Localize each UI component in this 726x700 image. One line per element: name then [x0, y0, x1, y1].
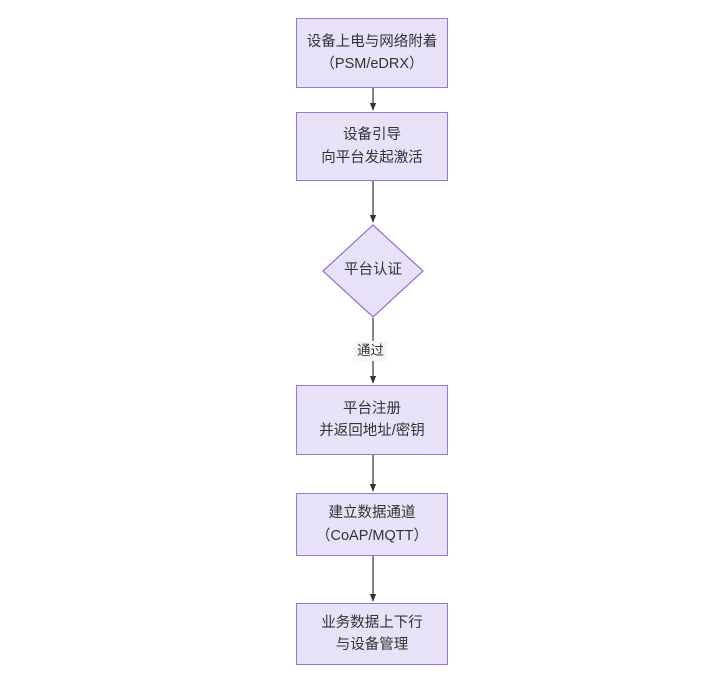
node-auth-label: 平台认证 [344, 262, 402, 279]
edge-label-pass: 通过 [354, 341, 387, 362]
node-platform-authentication[interactable]: 平台认证 [322, 224, 424, 318]
node-data-line-2: 与设备管理 [335, 637, 409, 653]
node-channel-line-2: （CoAP/MQTT） [316, 527, 428, 544]
node-platform-registration[interactable]: 平台注册 并返回地址/密钥 [296, 385, 448, 455]
node-establish-data-channel[interactable]: 建立数据通道 （CoAP/MQTT） [296, 493, 448, 556]
node-channel-line-1: 建立数据通道 [328, 505, 416, 522]
node-device-bootstrap[interactable]: 设备引导 向平台发起激活 [296, 112, 448, 181]
node-data-line-1: 业务数据上下行 [321, 614, 423, 631]
node-power-line-2: （PSM/eDRX） [320, 56, 424, 72]
node-boot-line-2: 向平台发起激活 [321, 149, 423, 166]
node-reg-line-2: 并返回地址/密钥 [319, 423, 425, 439]
node-business-data-and-device-management[interactable]: 业务数据上下行 与设备管理 [296, 603, 448, 665]
node-reg-line-1: 平台注册 [343, 400, 401, 417]
node-power-line-1: 设备上电与网络附着 [306, 33, 438, 50]
node-device-power-on[interactable]: 设备上电与网络附着 （PSM/eDRX） [296, 18, 448, 88]
diamond-shape [322, 224, 424, 318]
node-boot-line-1: 设备引导 [343, 127, 401, 144]
